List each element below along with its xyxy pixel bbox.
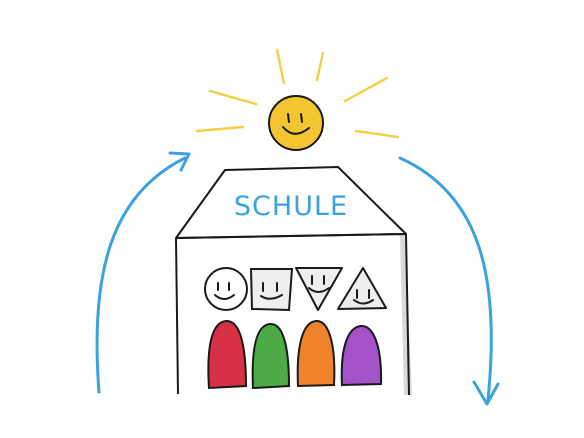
circle-face-icon — [204, 267, 248, 311]
figure-green — [251, 322, 291, 390]
sun-rays — [195, 48, 400, 139]
figure-purple — [340, 324, 383, 387]
sun-smiley-icon — [268, 95, 324, 151]
triangle-down-face-icon — [295, 267, 343, 311]
arrow-up-icon — [95, 151, 191, 394]
triangle-up-face-icon — [337, 267, 387, 310]
school-building: SCHULE — [175, 166, 412, 396]
figure-red — [207, 319, 248, 390]
arrow-down-icon — [398, 156, 500, 406]
school-sign-text: SCHULE — [234, 191, 348, 222]
square-face-icon — [249, 268, 294, 312]
building-body — [175, 233, 410, 396]
figure-orange — [296, 319, 336, 388]
